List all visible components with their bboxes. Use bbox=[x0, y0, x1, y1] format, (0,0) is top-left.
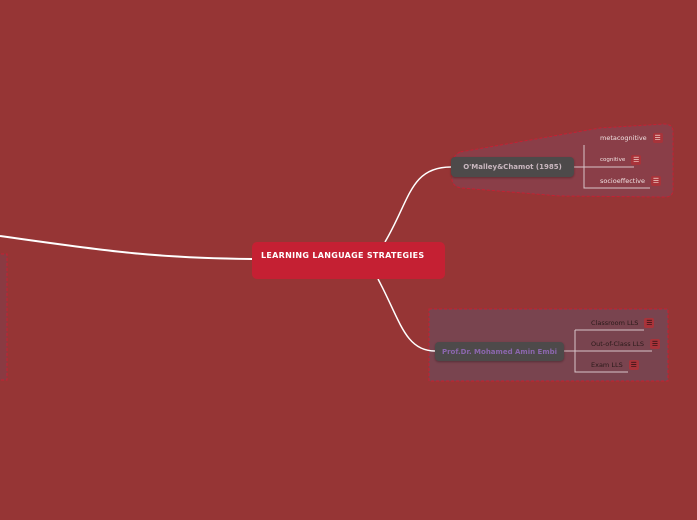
subtopic-label: Classroom LLS bbox=[591, 319, 639, 327]
central-topic-label: LEARNING LANGUAGE STRATEGIES bbox=[261, 251, 425, 260]
subtopic-cognitive[interactable]: cognitive ☰ bbox=[600, 155, 642, 165]
menu-icon[interactable]: ☰ bbox=[650, 339, 661, 349]
menu-icon[interactable]: ☰ bbox=[652, 133, 663, 143]
subtopic-socioeffective[interactable]: socioeffective ☰ bbox=[600, 176, 661, 186]
link-left bbox=[0, 235, 253, 260]
topic-omalley-chamot[interactable]: O'Malley&Chamot (1985) bbox=[451, 157, 574, 177]
subtopic-label: socioeffective bbox=[600, 177, 645, 185]
subtopic-label: metacognitive bbox=[600, 134, 647, 142]
link-embi bbox=[377, 278, 436, 352]
topic-label: Prof.Dr. Mohamed Amin Embi bbox=[441, 347, 558, 356]
menu-icon[interactable]: ☰ bbox=[650, 176, 661, 186]
embi-connectors bbox=[564, 329, 652, 373]
menu-icon[interactable]: ☰ bbox=[644, 318, 655, 328]
central-topic[interactable]: LEARNING LANGUAGE STRATEGIES bbox=[252, 242, 445, 279]
subtopic-exam-lls[interactable]: Exam LLS ☰ bbox=[591, 360, 639, 370]
menu-icon[interactable]: ☰ bbox=[628, 360, 639, 370]
link-omalley bbox=[384, 166, 452, 243]
omalley-connectors bbox=[574, 145, 650, 189]
topic-label: O'Malley&Chamot (1985) bbox=[463, 163, 562, 171]
subtopic-metacognitive[interactable]: metacognitive ☰ bbox=[600, 133, 663, 143]
subtopic-out-of-class-lls[interactable]: Out-of-Class LLS ☰ bbox=[591, 339, 661, 349]
subtopic-classroom-lls[interactable]: Classroom LLS ☰ bbox=[591, 318, 655, 328]
subtopic-label: Exam LLS bbox=[591, 361, 623, 369]
topic-embi[interactable]: Prof.Dr. Mohamed Amin Embi bbox=[435, 342, 564, 361]
menu-icon[interactable]: ☰ bbox=[631, 155, 642, 165]
subtopic-label: cognitive bbox=[600, 157, 626, 163]
subtopic-label: Out-of-Class LLS bbox=[591, 340, 645, 348]
left-boundary bbox=[0, 253, 8, 381]
